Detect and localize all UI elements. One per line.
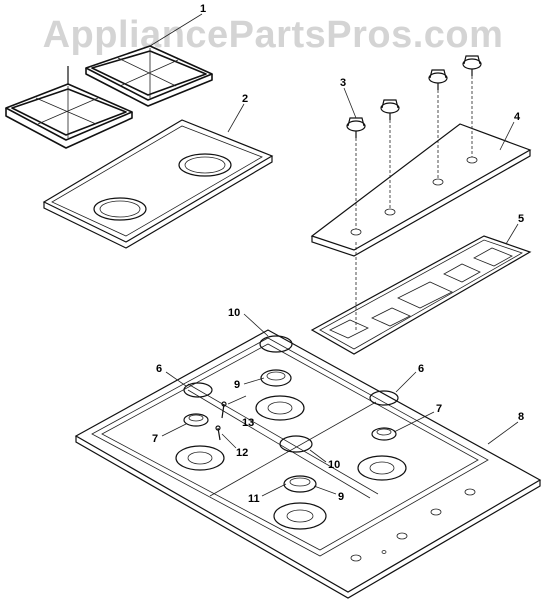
knob <box>462 55 482 76</box>
burner-head <box>371 427 397 441</box>
burner-head <box>260 369 292 387</box>
knob <box>428 69 448 90</box>
callout-11: 11 <box>248 493 260 505</box>
drip-pan <box>42 119 274 249</box>
callout-6-right: 6 <box>418 363 424 375</box>
control-panel <box>310 76 532 257</box>
callout-8: 8 <box>518 411 524 423</box>
burner-heads <box>183 369 397 493</box>
callout-10-top: 10 <box>228 307 240 319</box>
burner-head <box>283 475 317 493</box>
grate-front <box>5 66 133 149</box>
callout-1: 1 <box>200 3 206 15</box>
callout-5: 5 <box>518 213 524 225</box>
callout-12: 12 <box>236 447 248 459</box>
callout-9-bottom: 9 <box>338 491 344 503</box>
small-hardware <box>215 401 227 441</box>
burner-head <box>183 413 209 427</box>
callout-3: 3 <box>340 77 346 89</box>
grate-back <box>85 45 213 107</box>
cooktop-surface <box>74 329 542 599</box>
callout-13: 13 <box>242 417 254 429</box>
control-knobs <box>346 55 482 138</box>
trim-caps <box>183 335 399 453</box>
leader-lines <box>149 13 519 497</box>
callout-9-top: 9 <box>234 379 240 391</box>
knob <box>346 117 366 138</box>
callout-7-left: 7 <box>152 433 158 445</box>
callout-10-bottom: 10 <box>328 459 340 471</box>
callout-labels: 1 2 3 4 5 6 6 7 7 8 9 9 10 10 11 12 13 <box>152 3 524 505</box>
panel-gasket <box>310 235 532 355</box>
callout-2: 2 <box>242 93 248 105</box>
burner-grates <box>5 45 213 149</box>
knob <box>380 99 400 120</box>
callout-4: 4 <box>514 111 521 123</box>
callout-7-right: 7 <box>436 403 442 415</box>
callout-6-left: 6 <box>156 363 162 375</box>
